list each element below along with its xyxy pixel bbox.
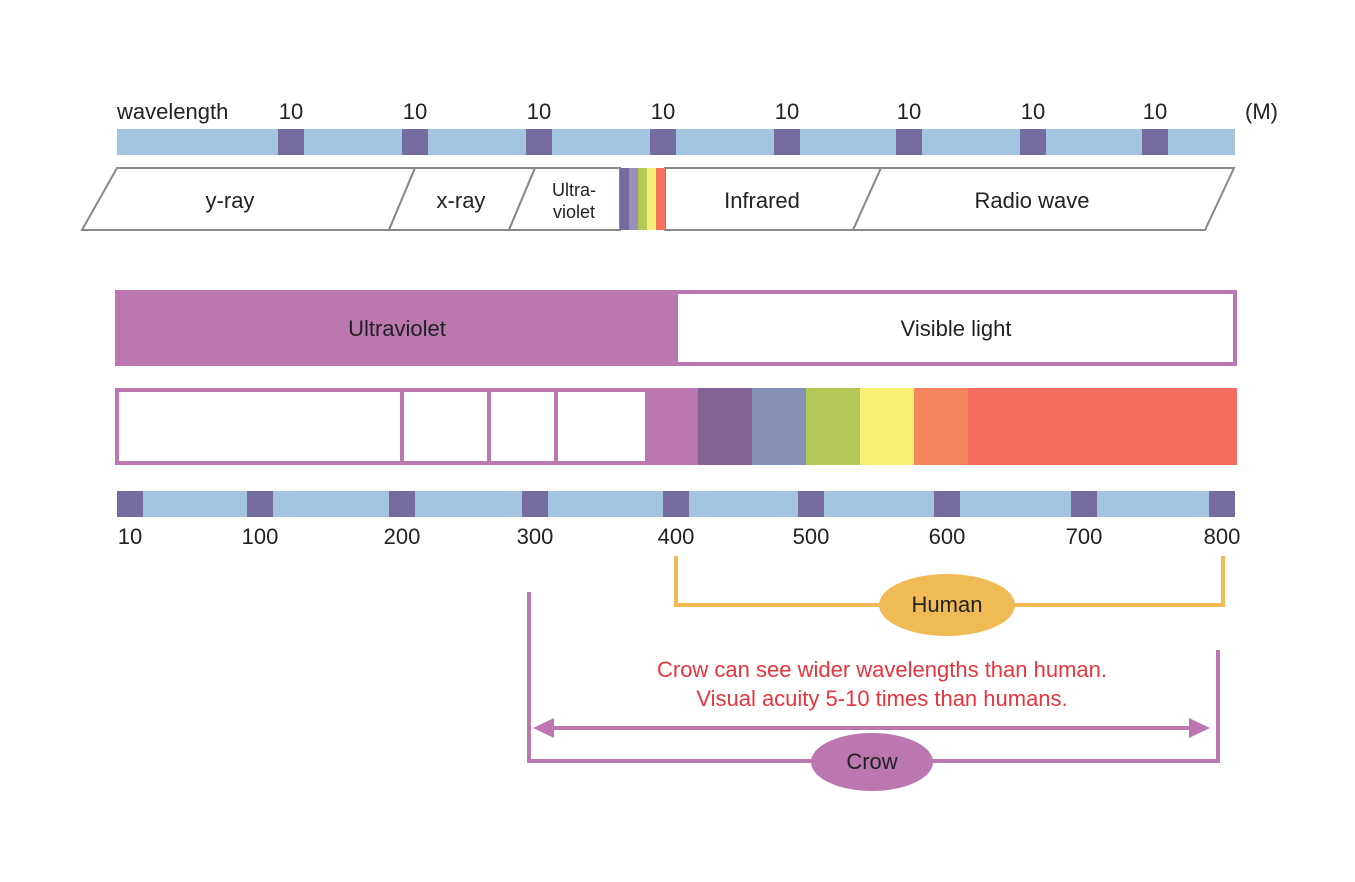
band-label-ultraviolet-line2: violet [553,202,595,222]
wavelength-label: wavelength [116,99,228,124]
bottom-scale-tick [934,491,960,517]
visible-light-label: Visible light [901,316,1012,341]
bottom-scale-tick-label: 700 [1066,524,1103,549]
band-radio-wave [851,167,1236,231]
unit-label: (M) [1245,99,1278,124]
visible-strip-segment [638,168,647,230]
ultraviolet-label: Ultraviolet [348,316,446,341]
top-scale-tick-label: 10 [1021,99,1045,124]
top-scale-tick-label: 10 [527,99,551,124]
top-scale-tick [1020,129,1046,155]
top-scale-tick-label: 10 [897,99,921,124]
crow-arrow-right-icon [1189,718,1210,738]
bottom-scale-tick [247,491,273,517]
spectrum-color-band [860,388,914,465]
visible-light-strip [620,168,665,230]
top-scale-tick [774,129,800,155]
bottom-scale-tick [117,491,143,517]
spectrum-color-band [645,388,698,465]
bottom-scale-tick [798,491,824,517]
bottom-scale-tick-label: 400 [658,524,695,549]
bottom-scale-tick [1071,491,1097,517]
top-scale-tick [1142,129,1168,155]
crow-label: Crow [846,749,897,774]
bottom-scale-tick-label: 300 [517,524,554,549]
band-label-gamma-ray: y-ray [206,188,255,213]
top-scale-tick [650,129,676,155]
bottom-scale-tick-label: 600 [929,524,966,549]
band-row: y-ray x-ray Ultra- violet Infrared Radio… [80,167,1236,231]
spectrum-color-band [752,388,806,465]
visible-strip-segment [647,168,656,230]
note-line-2: Visual acuity 5-10 times than humans. [696,686,1067,711]
bottom-scale-tick-label: 500 [793,524,830,549]
band-label-x-ray: x-ray [437,188,486,213]
note-line-1: Crow can see wider wavelengths than huma… [657,657,1107,682]
spectrum-color-band [698,388,752,465]
human-label: Human [912,592,983,617]
bottom-scale-tick [1209,491,1235,517]
top-scale-tick [896,129,922,155]
band-label-radio-wave: Radio wave [975,188,1090,213]
band-label-infrared: Infrared [724,188,800,213]
visible-strip-segment [656,168,665,230]
human-badge [879,574,1015,636]
bottom-scale-tick [663,491,689,517]
spectrum-color-band [914,388,968,465]
top-scale-tick [402,129,428,155]
bottom-scale-tick-label: 10 [118,524,142,549]
visible-strip-segment [629,168,638,230]
top-scale-tick-label: 10 [279,99,303,124]
crow-badge [811,733,933,791]
visible-strip-segment [620,168,629,230]
spectrum-color-band [968,388,1237,465]
top-scale-tick-label: 10 [775,99,799,124]
bottom-scale-tick [389,491,415,517]
spectrum-color-bands [645,388,1237,465]
top-scale-tick-label: 10 [403,99,427,124]
top-scale-tick-label: 10 [651,99,675,124]
ultraviolet-range [115,290,678,366]
band-label-ultraviolet-line1: Ultra- [552,180,596,200]
bottom-scale-tick [522,491,548,517]
top-scale-tick [526,129,552,155]
crow-arrow-left-icon [533,718,554,738]
top-scale-tick [278,129,304,155]
top-scale-tick-label: 10 [1143,99,1167,124]
bottom-scale-tick-label: 200 [384,524,421,549]
bottom-scale-tick-label: 100 [242,524,279,549]
bottom-scale-tick-label: 800 [1204,524,1241,549]
spectrum-color-band [806,388,860,465]
